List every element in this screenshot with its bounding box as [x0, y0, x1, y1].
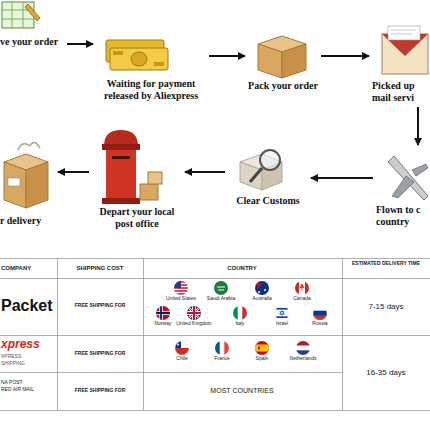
flow-step: Flown to c country [376, 148, 428, 228]
table-cell-text: SHIPPING COST [58, 265, 142, 272]
icon-space [248, 30, 318, 80]
table-cell-text: COUNTRY [182, 265, 302, 272]
flow-arrow [417, 107, 419, 145]
step-caption: r delivery [0, 215, 55, 227]
table-cell-text: Australia [244, 296, 280, 302]
table-cell-text: 16-35 days [346, 368, 426, 377]
table-cell-text: SHIPPING [1, 361, 57, 367]
step-caption: ve your order [0, 36, 64, 48]
mail-icon [382, 26, 428, 74]
table-cell-text: Spain [246, 356, 278, 362]
table-cell-text: Canada [284, 296, 320, 302]
table-cell-text: Netherlands [285, 356, 321, 362]
table-cell-text: France [206, 356, 238, 362]
step-caption: Flown to c country [376, 204, 428, 228]
parcel-icon [258, 36, 306, 78]
flow-step: ve your order [0, 2, 64, 48]
flags [156, 281, 327, 355]
flow-step: Depart your local post office [92, 128, 182, 230]
step-caption: Depart your local post office [92, 206, 182, 230]
icon-space [0, 2, 64, 36]
flow-arrow [311, 177, 373, 179]
table-cell-text: COMPANY [1, 265, 56, 272]
step-caption: Pack your order [248, 80, 318, 92]
postbox-icon [102, 130, 162, 204]
plane-icon [388, 156, 428, 200]
table-cell-text: XPRESS [1, 354, 57, 360]
table-cell-text: FREE SHIPPING FOR [58, 303, 142, 309]
step-caption: Clear Customs [228, 195, 308, 207]
table-cell-text: MOST COUNTRIES [172, 387, 312, 395]
table-cell-text: Chile [166, 356, 198, 362]
flow-step: r delivery [0, 145, 55, 227]
flow-arrow [58, 171, 89, 173]
flow-arrow [67, 43, 93, 45]
table-grid [0, 258, 430, 411]
table-cell-text: NA POST [1, 380, 57, 386]
icon-space [228, 145, 308, 195]
flow-step: Waiting for payment released by Aliexpre… [96, 30, 206, 102]
delivery-icon [4, 142, 48, 208]
table-cell-text: xpress [1, 338, 57, 352]
customs-icon [240, 150, 282, 190]
icon-space [92, 128, 182, 206]
flow-step: Picked up mail servi [372, 18, 428, 104]
flow-arrow [321, 55, 369, 57]
table-cell-text: Saudi Arabia [203, 296, 239, 302]
icon-space [96, 30, 206, 78]
table-cell-text: FREE SHIPPING FOR [58, 388, 142, 394]
flow-arrow [185, 171, 225, 173]
table-cell-text: Russia [305, 321, 335, 327]
table-cell-text: United Kingdom [174, 321, 214, 327]
table-cell-text: RED AIR MAIL [1, 387, 57, 393]
step-caption: Picked up mail servi [372, 80, 428, 104]
table-cell-text: Norway [149, 321, 177, 327]
icon-space [0, 145, 55, 215]
table-cell-text: FREE SHIPPING FOR [58, 351, 142, 357]
table-cell-text: Italy [225, 321, 255, 327]
table-cell-text: 7-15 days [346, 302, 426, 311]
table-cell-text: United States [163, 296, 199, 302]
table-cell-text: Israel [267, 321, 297, 327]
flow-step: Pack your order [248, 30, 318, 92]
table-cell-text: ESTIMATED DELIVERY TIME [347, 261, 425, 267]
icon-space [372, 18, 428, 80]
money-icon [106, 40, 168, 70]
order-icon [2, 2, 40, 28]
table-cell-text: Packet [1, 297, 57, 315]
icon-space [376, 148, 428, 204]
flow-step: Clear Customs [228, 145, 308, 207]
step-caption: Waiting for payment released by Aliexpre… [96, 78, 206, 102]
flow-arrow [209, 55, 245, 57]
